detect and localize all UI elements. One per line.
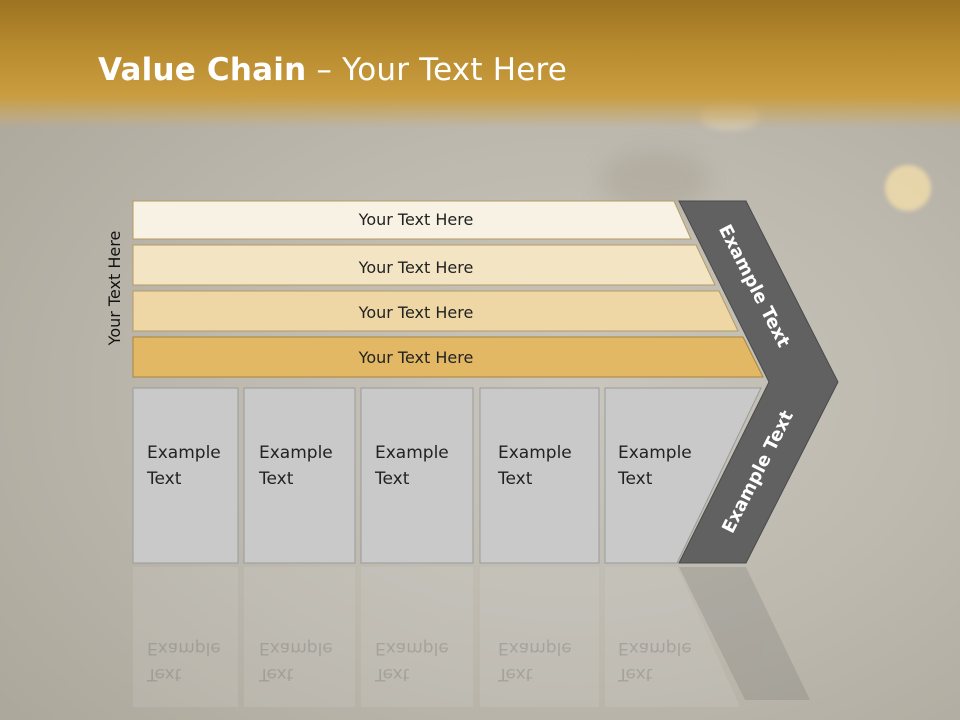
row-label-3: Your Text Here [358,303,474,322]
header-band [0,0,960,128]
diagram-reflection [133,567,810,707]
column-block-4 [479,387,600,564]
row-label-2: Your Text Here [358,258,474,277]
column-block-2 [243,387,356,564]
row-label-4: Your Text Here [358,348,474,367]
row-bar-4 [132,336,764,378]
row-bar-1 [132,200,692,240]
background-light [885,165,931,211]
background-light [600,150,710,210]
row-label-1: Your Text Here [358,210,474,229]
column-block-1 [132,387,239,564]
row-bar-3 [132,290,739,332]
row-bar-2 [132,244,716,286]
column-block-3 [360,387,474,564]
column-block-5 [604,387,762,564]
chevron-arrow [678,200,839,564]
slide-title: Value Chain – Your Text Here [98,52,568,88]
